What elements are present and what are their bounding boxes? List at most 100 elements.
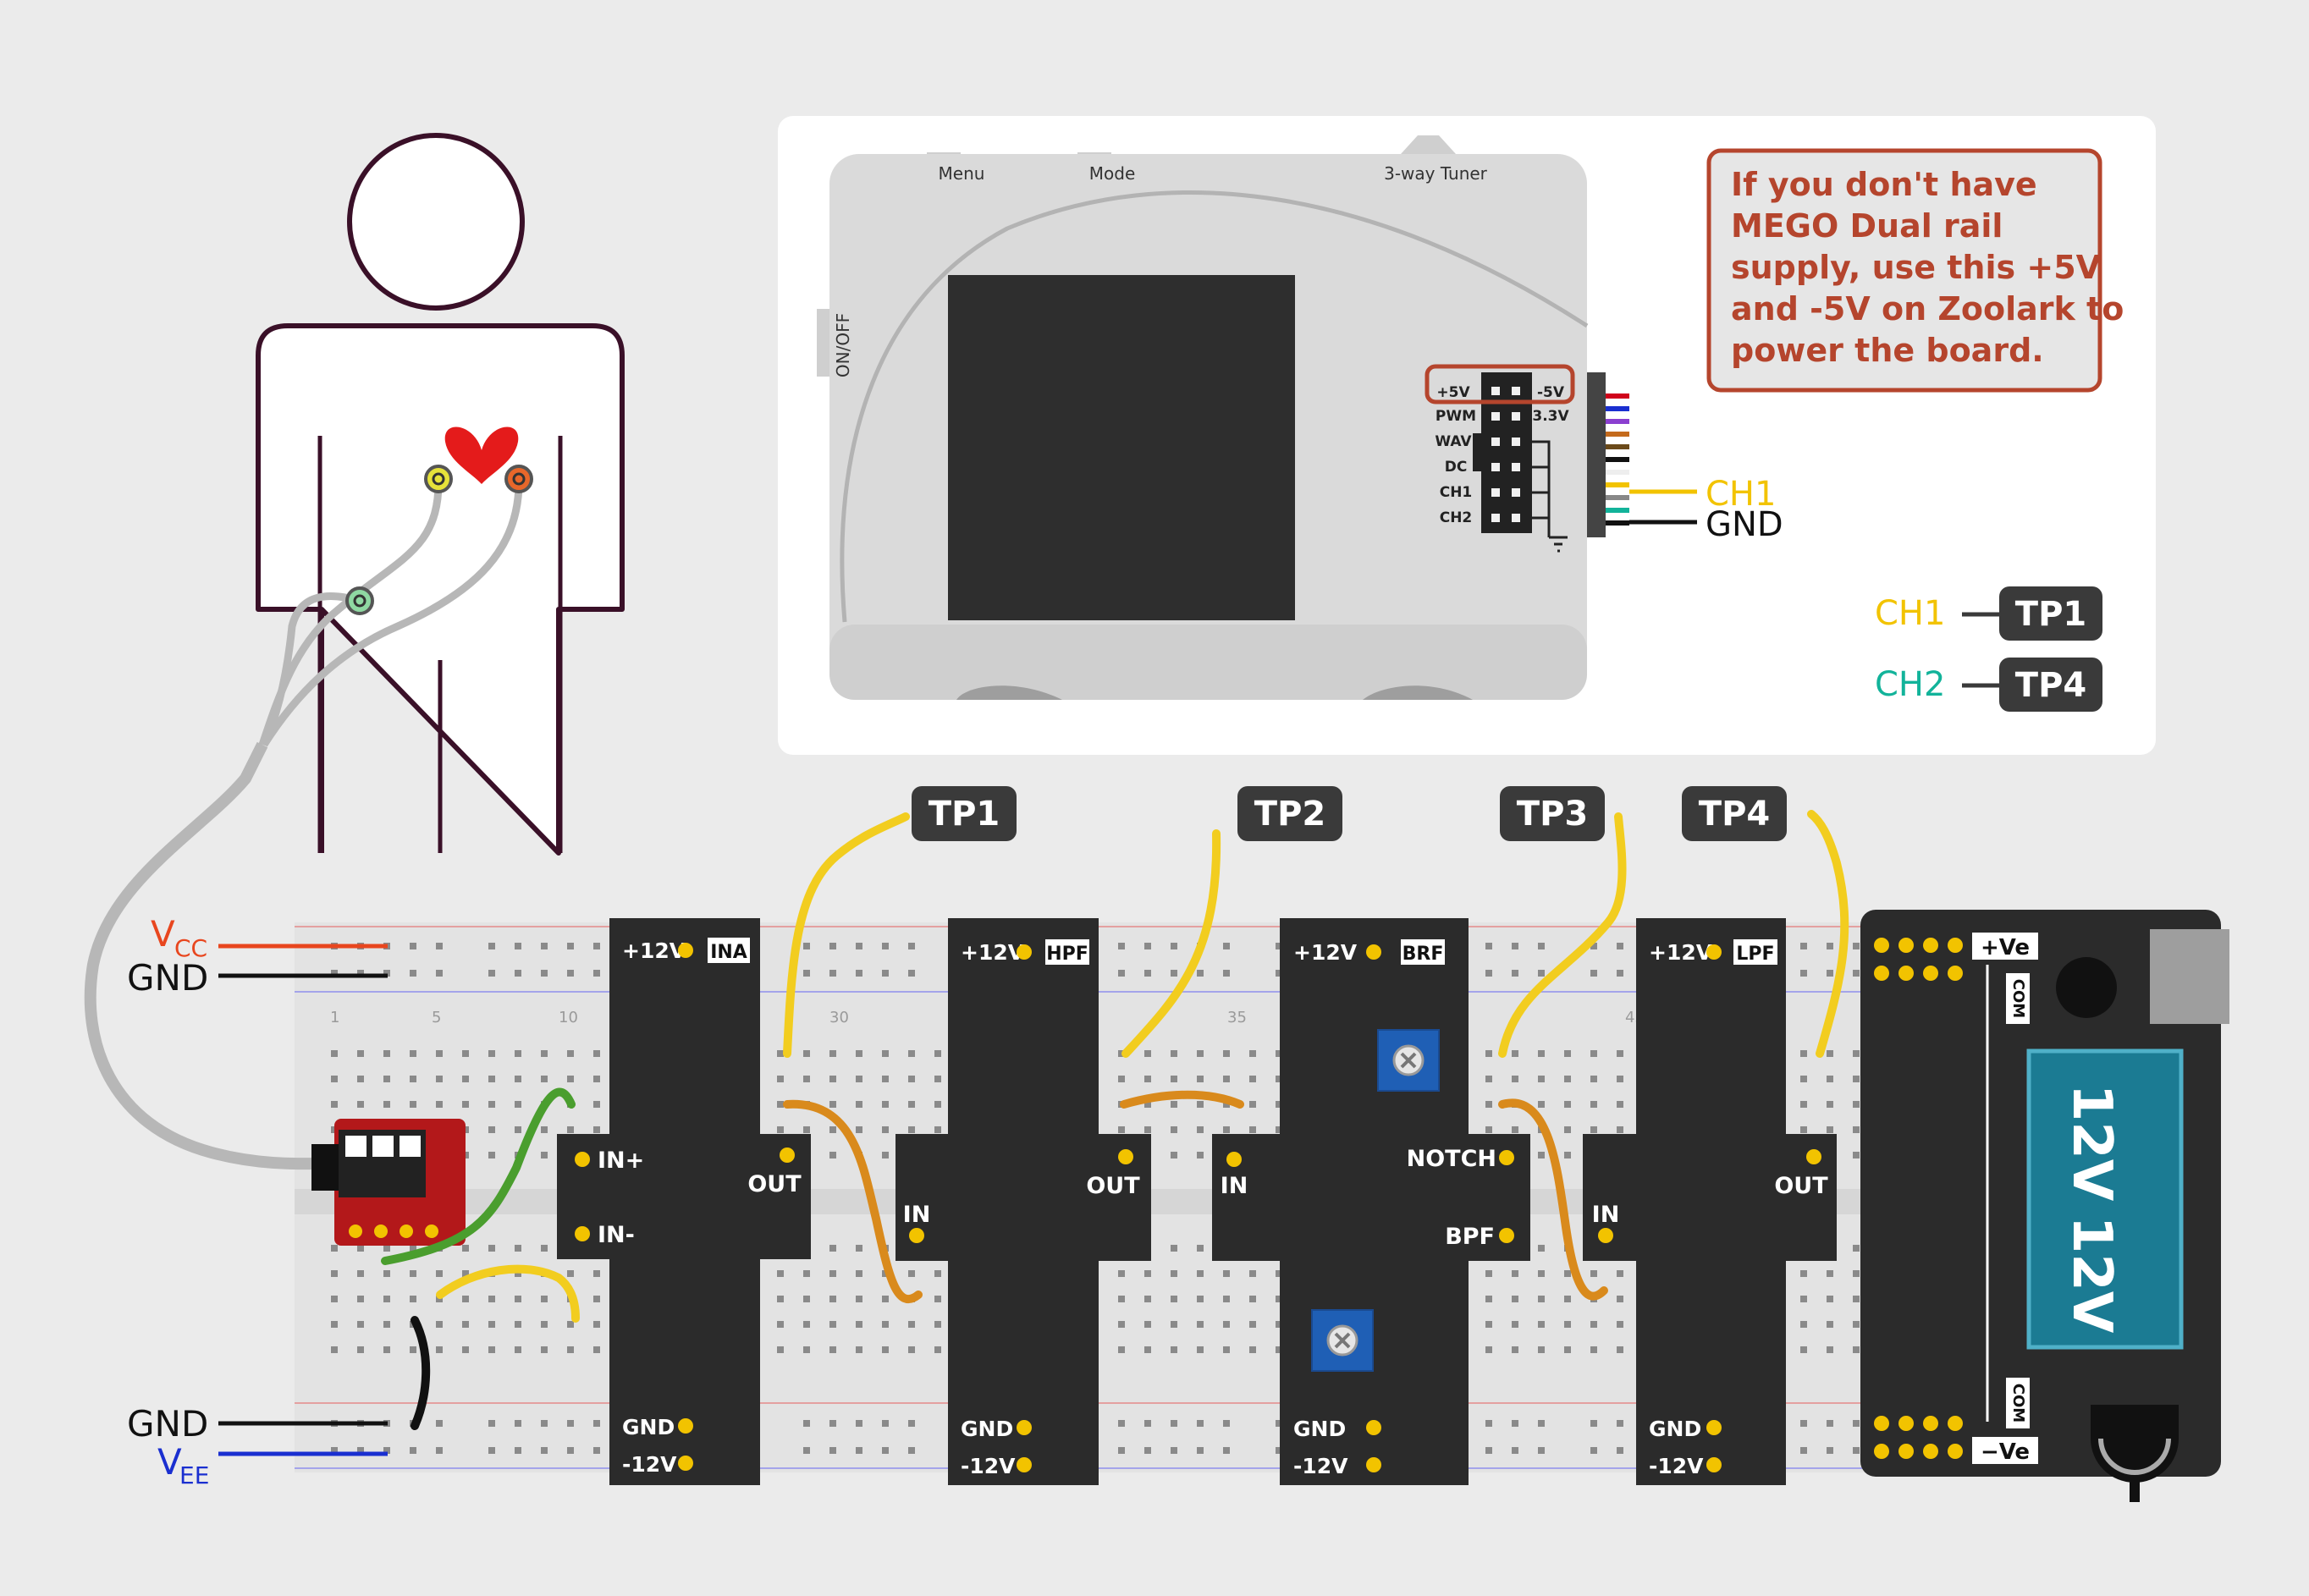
breadboard-hole	[462, 1346, 469, 1353]
breadboard-hole	[856, 943, 862, 949]
breadboard-hole	[803, 1346, 810, 1353]
header-pin	[1512, 488, 1520, 497]
breadboard-hole	[908, 1321, 915, 1328]
breadboard-hole	[1223, 943, 1230, 949]
yellow-wire	[436, 1264, 580, 1323]
breadboard-hole	[1171, 943, 1177, 949]
pin	[1898, 1416, 1914, 1431]
breadboard-hole	[488, 1296, 495, 1302]
brf-notch-label: NOTCH	[1407, 1146, 1496, 1172]
hpf-tag-box	[1045, 939, 1089, 965]
ground-bus	[1532, 440, 1551, 537]
hpf-vn-label: -12V	[961, 1454, 1016, 1478]
brf-gnd-label: GND	[1293, 1417, 1346, 1441]
pin	[1923, 938, 1938, 953]
breadboard-hole	[462, 1321, 469, 1328]
breadboard-hole	[1512, 1296, 1518, 1302]
breadboard-hole	[803, 943, 810, 949]
pin	[1898, 966, 1914, 981]
breadboard-hole	[882, 1050, 889, 1057]
breadboard-hole	[541, 1076, 548, 1082]
trimpot-cross-icon	[1334, 1332, 1351, 1349]
breadboard-hole	[777, 1270, 784, 1277]
breadboard-hole	[1800, 1321, 1807, 1328]
breadboard-hole	[1276, 1346, 1282, 1353]
breadboard-hole	[357, 1447, 364, 1454]
pin	[1923, 1444, 1938, 1459]
breadboard-hole	[1485, 970, 1492, 977]
col-number: 10	[559, 1009, 578, 1026]
head	[347, 133, 525, 311]
tp1-probe-wire	[783, 812, 910, 1058]
breadboard-hole	[1223, 1101, 1230, 1108]
breadboard-hole	[829, 1346, 836, 1353]
vcc-label: V	[151, 913, 175, 955]
header-pin	[1491, 412, 1500, 421]
brf-in-label: IN	[1221, 1173, 1248, 1199]
breadboard-hole	[593, 1321, 600, 1328]
breadboard-hole	[1617, 1270, 1623, 1277]
breadboard-hole	[1538, 1346, 1545, 1353]
breadboard-hole	[331, 1245, 338, 1252]
breadboard-hole	[1144, 1346, 1151, 1353]
breadboard-hole	[1538, 943, 1545, 949]
psu-lcd-value-1: 12V	[2060, 1084, 2123, 1202]
onoff-switch[interactable]	[817, 309, 832, 377]
breadboard-hole	[1144, 943, 1151, 949]
breadboard-hole	[1800, 1296, 1807, 1302]
breadboard-hole	[1853, 943, 1860, 949]
breadboard-hole	[436, 1050, 443, 1057]
breadboard-hole	[1118, 1321, 1125, 1328]
pin-label: CH2	[1440, 509, 1473, 526]
breadboard-hole	[383, 1050, 390, 1057]
breadboard-hole	[1171, 1126, 1177, 1133]
gnd-wire-label: GND	[1706, 505, 1783, 544]
breadboard-hole	[1171, 970, 1177, 977]
hpf-module: +12V HPF IN OUT GND -12V	[895, 918, 1151, 1485]
breadboard-hole	[1197, 970, 1204, 977]
breadboard-hole	[908, 1346, 915, 1353]
psu-button[interactable]	[2056, 957, 2117, 1018]
pin-label: +5V	[1436, 384, 1470, 401]
breadboard-hole	[934, 1126, 941, 1133]
tp3-label: TP3	[1517, 795, 1588, 834]
breadboard-hole	[410, 970, 416, 977]
ina-inn-pin	[575, 1226, 590, 1241]
breadboard-hole	[436, 1296, 443, 1302]
breadboard-hole	[1512, 1270, 1518, 1277]
breadboard-hole	[1171, 1152, 1177, 1158]
breadboard-hole	[1118, 1447, 1125, 1454]
breadboard-hole	[462, 1270, 469, 1277]
tuner-knob[interactable]	[1401, 135, 1456, 154]
breadboard-hole	[541, 1346, 548, 1353]
breadboard-hole	[488, 1321, 495, 1328]
breadboard-hole	[934, 1296, 941, 1302]
breadboard-hole	[829, 1101, 836, 1108]
breadboard-hole	[593, 943, 600, 949]
breadboard-hole	[1617, 1346, 1623, 1353]
breadboard-hole	[331, 1076, 338, 1082]
breadboard-hole	[1485, 1270, 1492, 1277]
breadboard-hole	[1800, 1270, 1807, 1277]
breadboard-hole	[1276, 970, 1282, 977]
breadboard-hole	[1827, 1270, 1833, 1277]
breadboard-hole	[357, 1050, 364, 1057]
header-pin	[1512, 438, 1520, 446]
breadboard-hole	[1485, 943, 1492, 949]
ina-vp-label: +12V	[622, 938, 686, 963]
breadboard-hole	[515, 1447, 521, 1454]
breadboard-hole	[1276, 943, 1282, 949]
tp3-probe-wire	[1498, 812, 1627, 1058]
breadboard-hole	[331, 1050, 338, 1057]
breadboard-hole	[488, 1245, 495, 1252]
breadboard-hole	[436, 1076, 443, 1082]
breadboard-hole	[1853, 1447, 1860, 1454]
psu-com-label-bottom: COM	[2009, 1384, 2027, 1423]
note-line: MEGO Dual rail	[1731, 207, 2003, 245]
breadboard-hole	[1485, 1101, 1492, 1108]
psu-neg-tag	[1972, 1437, 2038, 1464]
breadboard-hole	[1827, 970, 1833, 977]
jack-pin	[400, 1136, 421, 1157]
breadboard-hole	[436, 943, 443, 949]
tp4-probe-wire	[1807, 810, 1849, 1058]
